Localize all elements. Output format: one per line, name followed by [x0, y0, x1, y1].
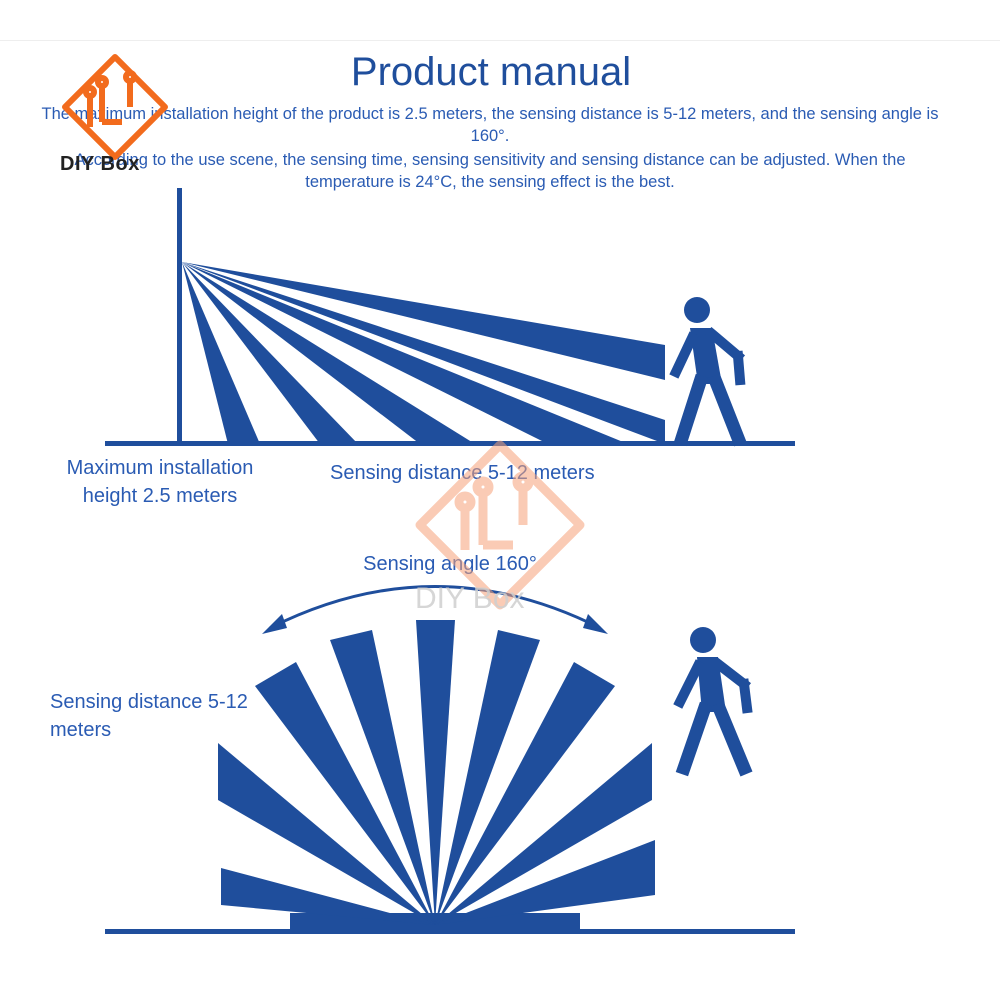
fan-beam: [435, 662, 615, 925]
side-beam: [182, 262, 358, 444]
fan-beam: [330, 630, 435, 925]
description-paragraph-1: The maximum installation height of the p…: [41, 105, 939, 145]
arrow-head-left: [262, 614, 287, 634]
arrow-head-right: [583, 614, 608, 634]
sensing-angle-label: Sensing angle 160°: [363, 553, 537, 575]
side-beam: [182, 262, 665, 380]
side-beam: [182, 262, 475, 444]
fan-beam: [435, 743, 652, 925]
walking-person-icon: [673, 627, 753, 777]
walking-person-icon: [669, 297, 747, 447]
double-arrow-arc-icon: [269, 585, 601, 630]
top-distance-label: Sensing distance 5-12 meters: [50, 691, 248, 741]
side-beam: [182, 262, 665, 444]
side-height-label: Maximum installation height 2.5 meters: [66, 457, 254, 507]
top-divider: [0, 40, 1000, 41]
brand-logo-text: DIY Box: [60, 153, 140, 175]
watermark-logo-icon: [415, 440, 585, 610]
watermark-text: DIY Box: [415, 582, 525, 615]
fan-beam: [218, 743, 435, 925]
description-paragraph-2: According to the use scene, the sensing …: [74, 151, 906, 191]
fan-beam: [221, 868, 435, 925]
fan-beam: [255, 662, 435, 925]
side-beam: [182, 262, 260, 444]
fan-beam: [435, 840, 655, 925]
page-title: Product manual: [350, 50, 632, 94]
floor-line-top: [105, 929, 795, 934]
top-view: [105, 585, 795, 934]
fan-beam: [435, 630, 540, 925]
wall-line: [177, 188, 182, 444]
fan-beams: [218, 620, 655, 925]
side-beams: [182, 262, 665, 444]
side-view: [105, 188, 795, 447]
fan-beam: [416, 620, 455, 925]
side-beam: [182, 262, 628, 444]
circuit-logo-icon: [62, 54, 168, 160]
